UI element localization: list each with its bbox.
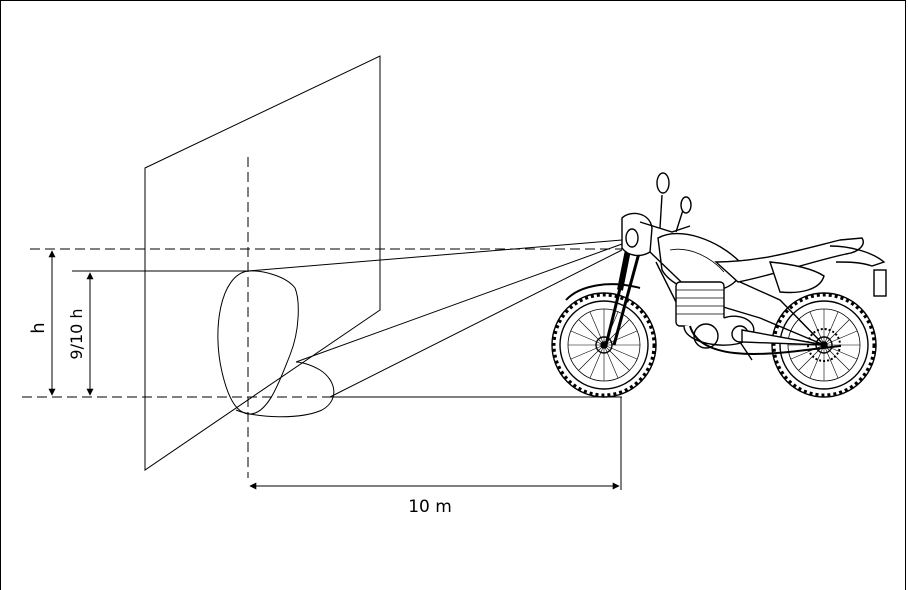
beam-cone-right-edge — [295, 243, 623, 363]
beam-spot — [217, 270, 299, 415]
label-distance: 10 m — [408, 497, 452, 517]
beam-upper-line — [247, 239, 623, 272]
motorcycle-illustration — [551, 172, 887, 398]
label-h: h — [28, 322, 49, 333]
projection-screen — [144, 55, 381, 471]
label-nine-tenths-h: 9/10 h — [67, 308, 86, 359]
beam-lower-line — [329, 249, 623, 398]
beam-spot-lower — [235, 361, 335, 418]
